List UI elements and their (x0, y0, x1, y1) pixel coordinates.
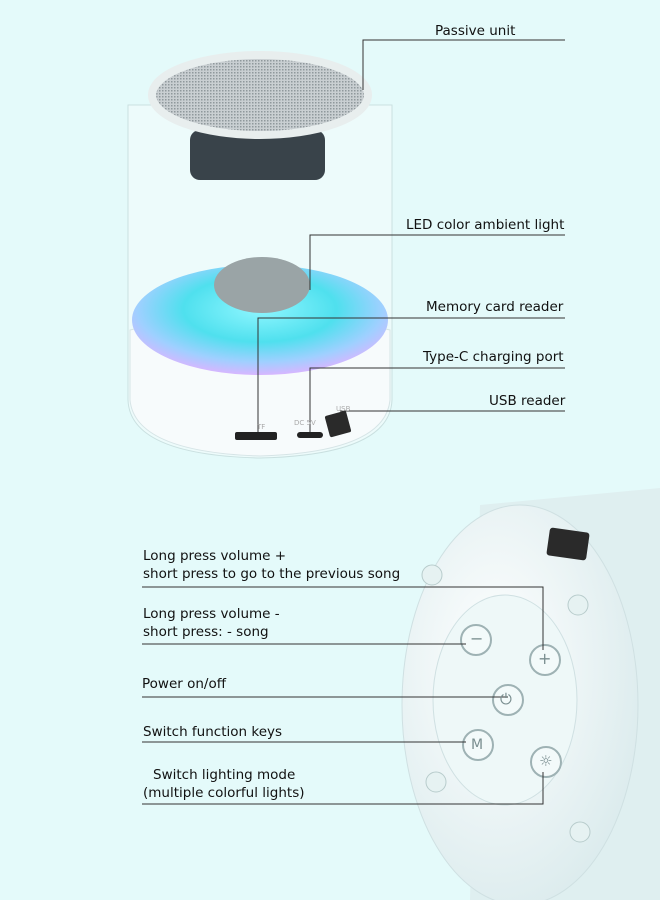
mode-button-icon: M (471, 737, 484, 753)
plus-button-icon: + (538, 649, 552, 668)
port-label-tf: TF (257, 423, 266, 431)
port-label-usb: USB (336, 405, 351, 413)
callout-line: short press: - song (143, 624, 269, 640)
power-button-icon: ⏻ (500, 690, 512, 708)
speaker-top-view (127, 51, 393, 459)
callout-volume-up: Long press volume + short press to go to… (143, 547, 400, 583)
callout-line: short press to go to the previous song (143, 566, 401, 582)
callout-function-keys: Switch function keys (143, 724, 283, 740)
callout-lighting-mode: Switch lighting mode (multiple colorful … (143, 766, 305, 802)
minus-button-icon: − (470, 629, 484, 648)
speaker-bottom-view (401, 488, 660, 900)
callout-led-light: LED color ambient light (406, 217, 565, 233)
callout-volume-down: Long press volume - short press: - song (143, 605, 280, 641)
light-button-icon: ☼ (539, 752, 553, 770)
leader-lines (142, 39, 565, 805)
callout-line: Long press volume - (143, 606, 280, 622)
callout-memory-card: Memory card reader (426, 299, 564, 315)
callout-line: Long press volume + (143, 548, 287, 564)
callout-passive-unit: Passive unit (435, 23, 516, 39)
callout-power: Power on/off (142, 676, 227, 692)
callout-line: (multiple colorful lights) (143, 785, 305, 801)
callout-type-c: Type-C charging port (423, 349, 564, 365)
port-label-dc: DC 5V (294, 419, 316, 427)
callout-usb-reader: USB reader (489, 393, 566, 409)
callout-line: Switch lighting mode (153, 767, 296, 783)
